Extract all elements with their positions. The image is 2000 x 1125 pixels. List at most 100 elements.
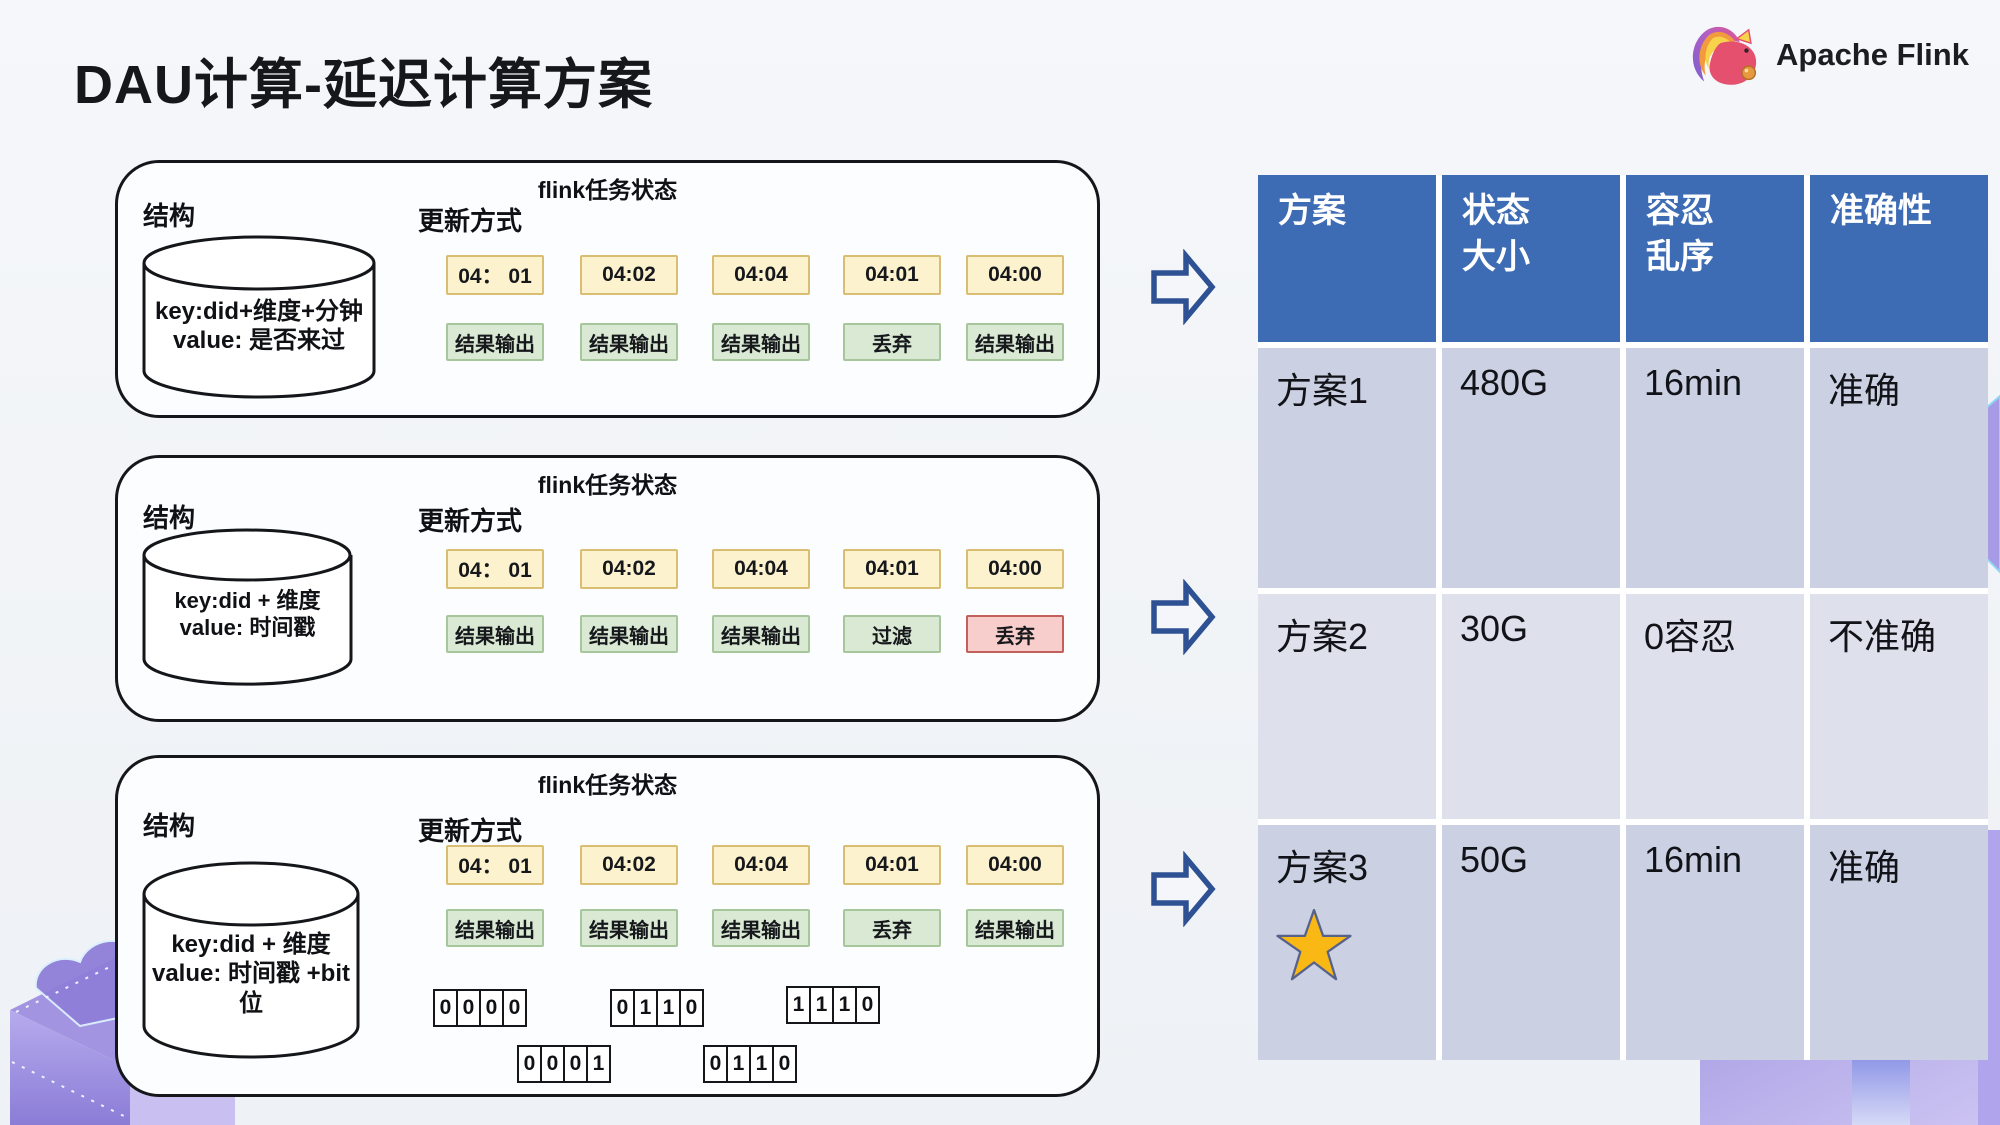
bit-cell: 1	[832, 986, 857, 1024]
structure-label: 结构	[143, 811, 196, 841]
database-cylinder-icon	[142, 528, 353, 686]
storage-key-line: key:did+维度+分钟	[154, 298, 364, 325]
edge-sliver-decoration	[1985, 394, 2000, 574]
filter-chip: 过滤	[843, 615, 941, 653]
event-time-chip: 04:01	[843, 845, 941, 885]
table-header-plan: 方案	[1258, 175, 1436, 342]
bitmap-cells: 0 1 1 0	[703, 1045, 797, 1083]
event-time-chip: 04:04	[712, 845, 810, 885]
result-chip: 结果输出	[580, 615, 678, 653]
table-cell-state-size: 480G	[1442, 348, 1620, 588]
header-line: 大小	[1462, 237, 1530, 276]
bit-cell: 1	[633, 989, 658, 1027]
result-chip: 结果输出	[966, 909, 1064, 947]
bit-cell: 0	[540, 1045, 565, 1083]
scheme-panel-2: flink任务状态 结构 更新方式 key:did + 维度 value: 时间…	[115, 455, 1100, 722]
state-storage-cylinder: key:did+维度+分钟 value: 是否来过	[140, 233, 378, 401]
plan-label: 方案3	[1276, 847, 1369, 888]
table-cell-accuracy: 准确	[1810, 348, 1988, 588]
brand-block: Apache Flink	[1688, 16, 1988, 94]
header-line: 状态	[1462, 192, 1530, 230]
bit-cell: 1	[786, 986, 811, 1024]
result-chip: 结果输出	[712, 909, 810, 947]
event-time-chip: 04:01	[843, 549, 941, 589]
scheme-panel-3: flink任务状态 结构 更新方式 key:did + 维度 value: 时间…	[115, 755, 1100, 1097]
storage-key-line: key:did + 维度	[171, 931, 331, 958]
star-icon	[1276, 908, 1352, 981]
discard-chip: 丢弃	[843, 909, 941, 947]
event-time-chip: 04： 01	[446, 549, 544, 589]
result-chip: 结果输出	[712, 615, 810, 653]
table-cell-tolerance: 16min	[1626, 825, 1804, 1060]
scheme-panel-1: flink任务状态 结构 更新方式 key:did+维度+分钟 value: 是…	[115, 160, 1100, 418]
bitmap-cells: 0 0 0 1	[517, 1045, 611, 1083]
storage-value-line: value: 时间戳	[179, 614, 316, 640]
bit-cell: 0	[456, 989, 481, 1027]
storage-schema-text: key:did+维度+分钟 value: 是否来过	[128, 297, 390, 356]
storage-value-line: value: 时间戳 +bit	[151, 960, 351, 988]
database-cylinder-icon	[142, 235, 376, 399]
storage-value-line: value: 是否来过	[172, 327, 346, 355]
bit-cell: 0	[703, 1045, 728, 1083]
event-time-chip: 04： 01	[446, 845, 544, 885]
structure-label: 结构	[143, 201, 196, 231]
storage-schema-text: key:did + 维度 value: 时间戳	[128, 588, 367, 642]
bitmap-cells: 0 0 0 0	[433, 989, 527, 1027]
discard-chip-red: 丢弃	[966, 615, 1064, 653]
bitmap-cells: 0 1 1 0	[610, 989, 704, 1027]
table-cell-state-size: 30G	[1442, 594, 1620, 819]
table-cell-accuracy: 不准确	[1810, 594, 1988, 819]
bit-cell: 1	[586, 1045, 611, 1083]
bit-cell: 1	[749, 1045, 774, 1083]
table-header-state-size: 状态 大小	[1442, 175, 1620, 342]
header-line: 乱序	[1646, 237, 1714, 276]
result-chip: 结果输出	[966, 323, 1064, 361]
structure-label: 结构	[143, 503, 196, 533]
bit-cell: 1	[656, 989, 681, 1027]
header-line: 方案	[1278, 192, 1346, 230]
bit-cell: 0	[517, 1045, 542, 1083]
panel-title: flink任务状态	[537, 177, 678, 203]
result-chip: 结果输出	[446, 615, 544, 653]
bit-cell: 0	[479, 989, 504, 1027]
table-cell-plan: 方案3	[1258, 825, 1436, 1060]
result-chip: 结果输出	[712, 323, 810, 361]
bit-cell: 0	[610, 989, 635, 1027]
event-time-chip: 04:02	[580, 845, 678, 885]
event-time-chip: 04:00	[966, 255, 1064, 295]
bit-cell: 0	[563, 1045, 588, 1083]
discard-chip: 丢弃	[843, 323, 941, 361]
result-chip: 结果输出	[580, 323, 678, 361]
update-mode-label: 更新方式	[418, 816, 523, 846]
panel-title: flink任务状态	[537, 472, 678, 498]
update-mode-label: 更新方式	[418, 206, 523, 236]
event-time-chip: 04:00	[966, 549, 1064, 589]
flink-squirrel-logo-icon	[1692, 26, 1757, 85]
event-time-chip: 04:02	[580, 255, 678, 295]
table-cell-tolerance: 16min	[1626, 348, 1804, 588]
database-cylinder-icon	[142, 861, 360, 1059]
brand-name: Apache Flink	[1776, 37, 1969, 72]
storage-value-line2: 位	[239, 989, 263, 1017]
result-chip: 结果输出	[446, 909, 544, 947]
header-line: 准确性	[1830, 192, 1932, 230]
bit-cell: 0	[772, 1045, 797, 1083]
update-mode-label: 更新方式	[418, 506, 523, 536]
panel-title: flink任务状态	[537, 772, 678, 798]
table-cell-plan: 方案1	[1258, 348, 1436, 588]
bit-cell: 0	[679, 989, 704, 1027]
right-arrow-icon	[1151, 249, 1216, 325]
table-header-accuracy: 准确性	[1810, 175, 1988, 342]
event-time-chip: 04:04	[712, 255, 810, 295]
state-storage-cylinder: key:did + 维度 value: 时间戳	[140, 526, 355, 688]
table-cell-tolerance: 0容忍	[1626, 594, 1804, 819]
page-title: DAU计算-延迟计算方案	[74, 55, 653, 115]
table-cell-state-size: 50G	[1442, 825, 1620, 1060]
bit-cell: 0	[855, 986, 880, 1024]
result-chip: 结果输出	[446, 323, 544, 361]
bitmap-cells: 1 1 1 0	[786, 986, 880, 1024]
bit-cell: 0	[502, 989, 527, 1027]
state-storage-cylinder: key:did + 维度 value: 时间戳 +bit 位	[140, 858, 362, 1063]
bit-cell: 0	[433, 989, 458, 1027]
result-chip: 结果输出	[580, 909, 678, 947]
